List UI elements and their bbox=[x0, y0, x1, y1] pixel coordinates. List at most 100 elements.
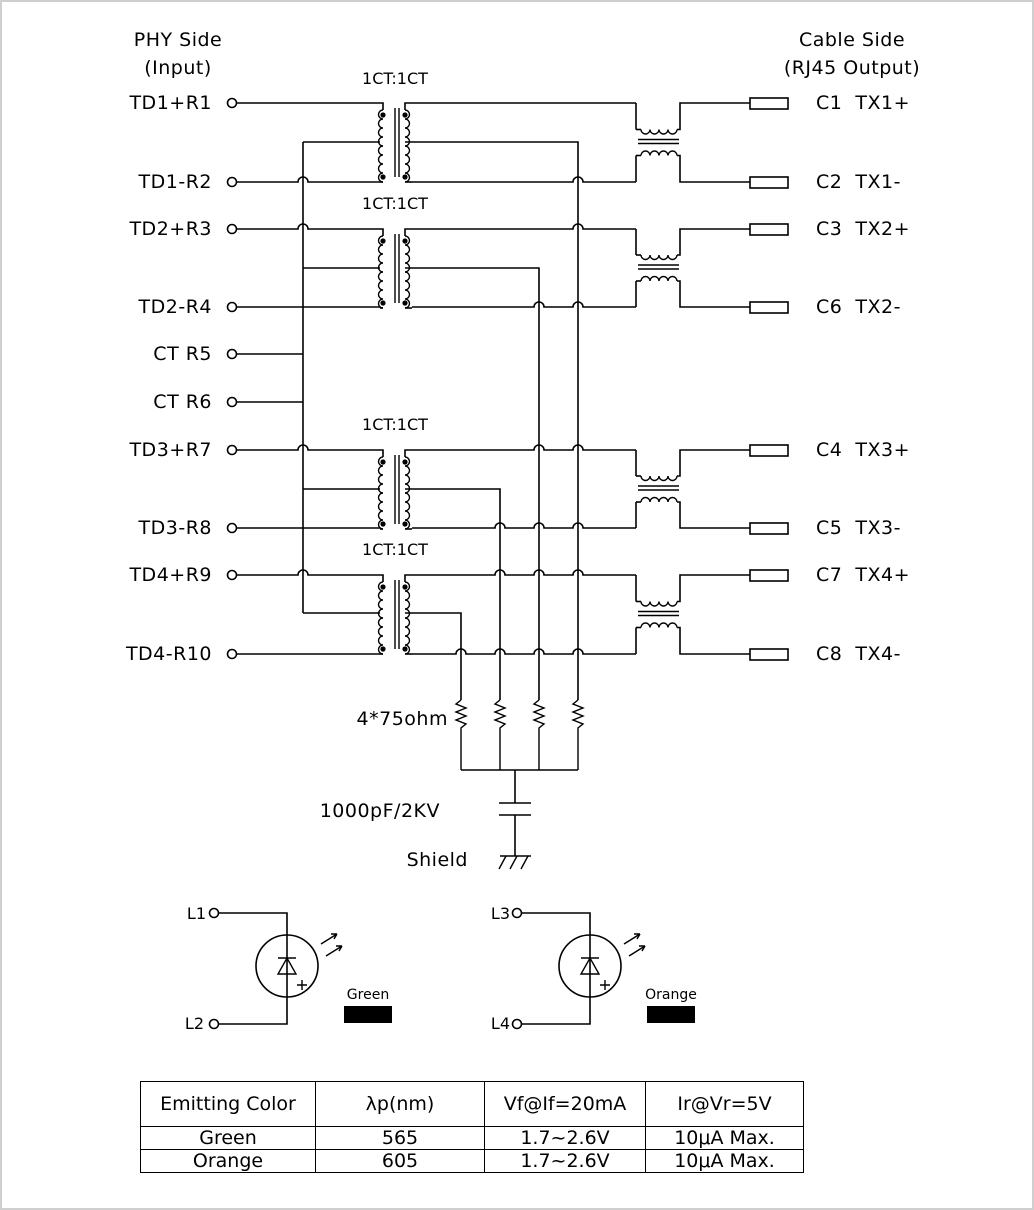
rj45-contact bbox=[749, 97, 789, 110]
pin-terminal bbox=[226, 444, 238, 456]
shield-label: Shield bbox=[407, 849, 468, 871]
rj45-contact bbox=[749, 301, 789, 314]
resistor-label: 4*75ohm bbox=[357, 708, 448, 730]
phy-pin-label: CT R5 bbox=[153, 343, 212, 365]
emission-arrow-icon bbox=[325, 945, 343, 957]
led-color-label: Green bbox=[347, 987, 389, 1003]
pin-terminal bbox=[226, 176, 238, 188]
polarity-dot bbox=[402, 459, 408, 465]
led-pin-label: L3 bbox=[491, 904, 510, 923]
choke-coil bbox=[640, 129, 678, 135]
transformer-coil bbox=[404, 492, 411, 530]
table-cell: 1.7~2.6V bbox=[484, 1149, 646, 1173]
rj45-contact bbox=[749, 223, 789, 236]
phy-pin-label: TD3+R7 bbox=[128, 439, 212, 461]
secondary-center-tap bbox=[405, 141, 579, 182]
transformer-coil bbox=[404, 617, 411, 655]
led-pin-label: L2 bbox=[185, 1014, 204, 1033]
table-cell: 605 bbox=[315, 1149, 485, 1173]
cable-side-sublabel: (RJ45 Output) bbox=[784, 57, 920, 79]
phy-side-sublabel: (Input) bbox=[144, 57, 212, 79]
wire bbox=[677, 574, 750, 603]
emission-arrow-icon bbox=[628, 945, 646, 957]
wire bbox=[412, 301, 636, 308]
wire bbox=[380, 228, 384, 236]
led-wire bbox=[521, 912, 591, 933]
transformer-coil bbox=[404, 235, 411, 273]
diode-icon bbox=[579, 956, 601, 975]
cable-pin-label: C5 TX3- bbox=[816, 517, 901, 539]
polarity-dot bbox=[402, 646, 408, 652]
polarity-dot bbox=[402, 584, 408, 590]
led-spec-table: Emitting Color λp(nm) Vf@If=20mA Ir@Vr=5… bbox=[140, 1081, 804, 1173]
polarity-dot bbox=[402, 112, 408, 118]
transformer-coil bbox=[404, 456, 411, 494]
polarity-dot bbox=[380, 300, 386, 306]
choke-coil bbox=[640, 601, 678, 607]
choke-coil bbox=[640, 254, 678, 261]
resistor bbox=[493, 699, 507, 770]
table-header-cell: λp(nm) bbox=[315, 1081, 485, 1127]
diode-icon bbox=[276, 956, 298, 975]
pin-terminal bbox=[226, 569, 238, 581]
resistor bbox=[532, 699, 546, 770]
transformer-coil bbox=[377, 109, 384, 147]
polarity-dot bbox=[380, 584, 386, 590]
table-cell: Green bbox=[140, 1126, 316, 1150]
resistor bbox=[454, 699, 468, 770]
polarity-dot bbox=[380, 238, 386, 244]
polarity-dot bbox=[380, 174, 386, 180]
cable-pin-label: C6 TX2- bbox=[816, 296, 901, 318]
emission-arrow-icon bbox=[623, 933, 641, 945]
chassis-ground bbox=[498, 855, 529, 870]
choke-coil bbox=[640, 622, 678, 628]
secondary-center-tap bbox=[405, 612, 462, 654]
polarity-dot bbox=[402, 174, 408, 180]
polarity-dot bbox=[380, 459, 386, 465]
wire bbox=[412, 176, 636, 183]
pin-terminal bbox=[226, 223, 238, 235]
wire bbox=[677, 228, 750, 256]
plus-sign bbox=[600, 980, 610, 990]
rj45-contact bbox=[749, 176, 789, 189]
table-header-cell: Vf@If=20mA bbox=[484, 1081, 646, 1127]
led-pin-label: L1 bbox=[187, 904, 206, 923]
transformer-coil bbox=[404, 581, 411, 619]
rj45-contact bbox=[749, 522, 789, 535]
pin-terminal bbox=[226, 522, 238, 534]
pin-terminal bbox=[226, 97, 238, 109]
transformer-coil bbox=[377, 145, 384, 183]
pin-terminal bbox=[208, 907, 220, 919]
wire bbox=[412, 444, 636, 451]
resistor bbox=[571, 699, 585, 770]
choke-coil bbox=[640, 496, 678, 503]
pin-terminal bbox=[208, 1018, 220, 1030]
phy-pin-label: TD1-R2 bbox=[138, 171, 212, 193]
wire bbox=[404, 574, 412, 582]
schematic: PHY Side (Input) Cable Side (RJ45 Output… bbox=[125, 29, 920, 1033]
polarity-dot bbox=[402, 300, 408, 306]
transformer-coil bbox=[404, 109, 411, 147]
secondary-center-tap bbox=[405, 267, 540, 307]
table-cell: 565 bbox=[315, 1126, 485, 1150]
phy-pin-label: TD2+R3 bbox=[128, 218, 212, 240]
emission-arrow-icon bbox=[320, 933, 338, 945]
cable-pin-label: C7 TX4+ bbox=[816, 564, 910, 586]
transformer-3-ratio: 1CT:1CT bbox=[362, 415, 428, 434]
table-row: Green 565 1.7~2.6V 10μA Max. bbox=[140, 1126, 804, 1150]
rj45-contact bbox=[749, 444, 789, 457]
rj45-contact bbox=[749, 648, 789, 661]
choke-coil bbox=[640, 150, 678, 156]
cable-pin-label: C2 TX1- bbox=[816, 171, 901, 193]
wire bbox=[677, 626, 750, 655]
transformer-coil bbox=[377, 271, 384, 309]
transformer-4-ratio: 1CT:1CT bbox=[362, 540, 428, 559]
choke-coil bbox=[640, 475, 678, 482]
wire bbox=[237, 444, 380, 451]
led-color-label: Orange bbox=[645, 987, 697, 1003]
color-swatch bbox=[648, 1007, 694, 1022]
wire bbox=[677, 501, 750, 529]
rj45-contact bbox=[749, 569, 789, 582]
wire bbox=[404, 449, 412, 457]
